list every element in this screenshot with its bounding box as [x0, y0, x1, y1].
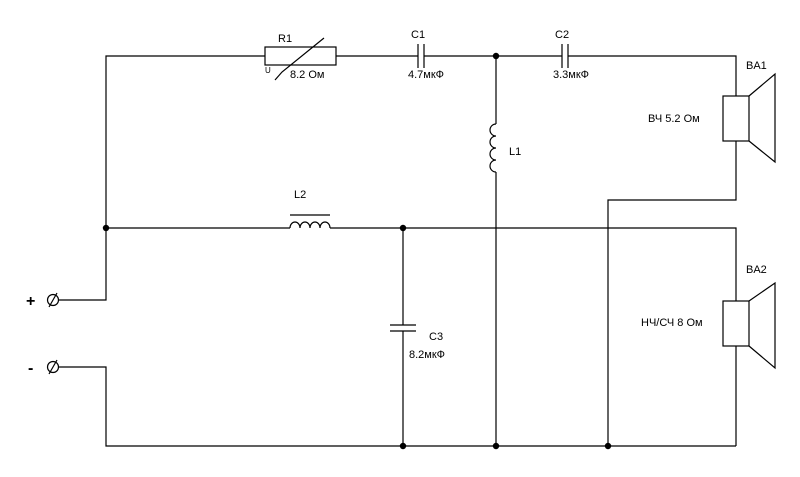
speaker-ba1: BA1 ВЧ 5.2 Ом	[648, 60, 776, 164]
junction-dot	[492, 52, 500, 60]
wire-plus-top	[58, 55, 265, 301]
wire-minus-bottom	[58, 366, 736, 447]
r1-name: R1	[278, 33, 292, 45]
r1-value: 8.2 Ом	[290, 69, 324, 81]
c2-name: C2	[555, 29, 569, 41]
terminal-minus-label: -	[28, 360, 33, 377]
junction-dot	[102, 224, 110, 232]
ba1-name: BA1	[746, 60, 767, 72]
capacitor-c3: C3 8.2мкФ	[390, 324, 445, 361]
wires	[58, 55, 737, 447]
ba2-desc: НЧ/СЧ 8 Ом	[641, 317, 703, 329]
c3-name: C3	[429, 331, 443, 343]
l2-coil	[289, 221, 331, 229]
resistor-r1-body	[264, 46, 337, 66]
c3-value: 8.2мкФ	[409, 349, 445, 361]
l1-name: L1	[509, 146, 521, 158]
l2-name: L2	[294, 189, 306, 201]
junction-dot	[399, 224, 407, 232]
capacitor-c1: C1 4.7мкФ	[408, 29, 444, 81]
inductor-l1: L1	[489, 123, 521, 173]
ba1-desc: ВЧ 5.2 Ом	[648, 113, 700, 125]
ba1-cone	[748, 72, 776, 164]
ba1-magnet	[722, 95, 750, 142]
capacitor-c2: C2 3.3мкФ	[553, 29, 589, 81]
junction-dot	[492, 442, 500, 450]
speaker-ba2: BA2 НЧ/СЧ 8 Ом	[641, 264, 776, 370]
wire-c2-ba1	[568, 55, 737, 96]
terminal-minus: -	[28, 359, 60, 377]
r1-marker: U	[265, 66, 271, 75]
junction-dot	[604, 442, 612, 450]
resistor-r1: R1 U 8.2 Ом	[264, 33, 337, 81]
terminal-plus-label: +	[26, 293, 35, 310]
l1-coil	[489, 123, 497, 173]
ba2-name: BA2	[746, 264, 767, 276]
inductor-l2: L2	[289, 189, 331, 229]
junction-dot	[399, 442, 407, 450]
junctions	[102, 52, 612, 450]
terminal-plus-circle	[46, 293, 60, 307]
wire-ba1-return	[607, 141, 737, 446]
c1-value: 4.7мкФ	[408, 69, 444, 81]
ba2-magnet	[722, 300, 750, 347]
terminal-plus-slash	[48, 292, 58, 308]
terminal-minus-slash	[48, 359, 58, 375]
ba2-cone	[748, 281, 776, 370]
c1-name: C1	[411, 29, 425, 41]
terminal-minus-circle	[46, 360, 60, 374]
wire-l2-ba2	[330, 227, 737, 301]
resistor-r1-diagonal	[274, 37, 325, 81]
c2-value: 3.3мкФ	[553, 69, 589, 81]
terminal-plus: +	[26, 292, 60, 310]
